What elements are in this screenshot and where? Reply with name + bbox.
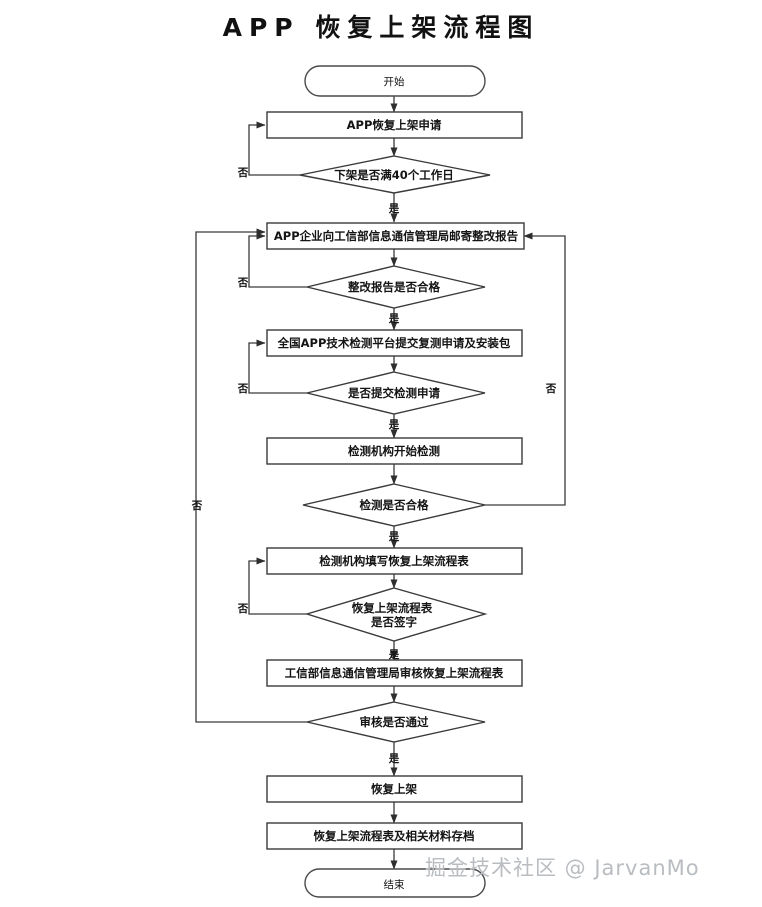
edge-label-yes-dsigned: 是 [388,649,400,661]
node-relist-label: 恢复上架 [371,782,417,796]
node-apply[interactable]: APP恢复上架申请 [266,111,523,139]
edge-label-yes-dreviewpass: 是 [388,753,400,765]
edge-label-group: 否 是 否 是 否 是 否 是 否 是 否 是 [191,167,557,765]
node-archive[interactable]: 恢复上架流程表及相关材料存档 [266,822,523,850]
node-dreviewpass[interactable]: 审核是否通过 [306,701,486,743]
node-fillform[interactable]: 检测机构填写恢复上架流程表 [266,547,523,575]
node-testbegin-label: 检测机构开始检测 [348,444,440,458]
node-review[interactable]: 工信部信息通信管理局审核恢复上架流程表 [266,659,523,687]
edge-dtestok-no-loop [485,232,566,506]
node-dsubmitted[interactable]: 是否提交检测申请 [306,371,486,415]
edge-dsigned-no-loop [248,557,307,615]
node-relist[interactable]: 恢复上架 [266,775,523,803]
edge-dreviewpass-no-loop [195,228,307,723]
node-dsubmitted-label: 是否提交检测申请 [347,386,440,400]
page-title: APP 恢复上架流程图 [222,13,540,42]
node-start-label: 开始 [384,75,405,88]
edge-label-yes-dtestok: 是 [388,531,400,543]
node-testbegin[interactable]: 检测机构开始检测 [266,437,523,465]
node-d40days[interactable]: 下架是否满40个工作日 [299,155,491,194]
node-dsigned-label: 恢复上架流程表 是否签字 [352,601,437,629]
edge-label-no-dreportok: 否 [237,277,249,289]
node-submitplat-label: 全国APP技术检测平台提交复测申请及安装包 [277,336,511,350]
edge-label-no-dtestok: 否 [545,383,557,395]
node-review-label: 工信部信息通信管理局审核恢复上架流程表 [285,666,504,680]
node-group: 开始 APP恢复上架申请 下架是否满40个工作日 APP企业向工信部信息通信管理… [266,65,525,898]
edge-label-yes-dsubmitted: 是 [388,419,400,431]
edge-label-no-dreviewpass: 否 [191,500,203,512]
node-end-label: 结束 [384,878,405,891]
edge-label-no-dsigned: 否 [237,603,249,615]
edge-dreportok-no-loop [248,232,307,288]
edge-label-yes-dreportok: 是 [388,313,400,325]
edge-label-no-d40days: 否 [237,167,249,179]
node-apply-label: APP恢复上架申请 [347,118,442,132]
edge-d40days-no-loop [248,121,300,176]
node-mailreport[interactable]: APP企业向工信部信息通信管理局邮寄整改报告 [266,222,525,250]
edge-group [195,96,566,870]
node-end[interactable]: 结束 [304,868,486,898]
node-start[interactable]: 开始 [304,65,486,97]
node-fillform-label: 检测机构填写恢复上架流程表 [319,554,469,568]
node-archive-label: 恢复上架流程表及相关材料存档 [314,829,475,843]
node-dtestok-label: 检测是否合格 [360,498,429,512]
node-dtestok[interactable]: 检测是否合格 [302,483,486,527]
edge-dsubmitted-no-loop [248,339,307,394]
edge-label-yes-d40days: 是 [388,203,400,215]
edge-label-no-dsubmitted: 否 [237,383,249,395]
node-mailreport-label: APP企业向工信部信息通信管理局邮寄整改报告 [274,229,519,243]
node-dreportok[interactable]: 整改报告是否合格 [306,265,486,309]
node-submitplat[interactable]: 全国APP技术检测平台提交复测申请及安装包 [266,329,523,357]
node-dreportok-label: 整改报告是否合格 [347,280,440,294]
node-dreviewpass-label: 审核是否通过 [360,715,429,729]
watermark: 掘金技术社区 @ JarvanMo [425,856,700,880]
node-dsigned[interactable]: 恢复上架流程表 是否签字 [304,587,488,642]
node-d40days-label: 下架是否满40个工作日 [334,168,454,182]
